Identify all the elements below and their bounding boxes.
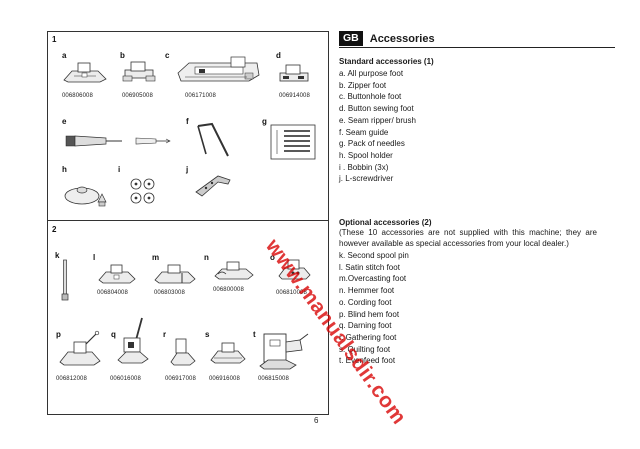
list-item: a. All purpose foot [339, 69, 404, 78]
darning-foot-image [114, 316, 154, 370]
list-item: h. Spool holder [339, 150, 393, 160]
section-2-number: 2 [52, 225, 57, 234]
page-number: 6 [314, 416, 319, 425]
gathering-foot-image [168, 336, 198, 368]
item-d-letter: d [276, 51, 281, 60]
list-item: i . Bobbin (3x) [339, 162, 389, 172]
page-title: Accessories [369, 33, 435, 45]
blind-hem-foot-image [56, 330, 104, 370]
button-sewing-foot-image [276, 62, 312, 86]
zipper-foot-image [120, 60, 158, 85]
pack-of-needles-image [270, 124, 316, 160]
evenfeed-foot-image [256, 330, 312, 372]
item-h-letter: h [62, 165, 67, 174]
item-d-code: 006914008 [279, 93, 310, 99]
item-s-code: 006916008 [209, 376, 240, 382]
optional-accessories-title: Optional accessories (2) [339, 218, 432, 228]
item-r-code: 006917008 [165, 376, 196, 382]
accessories-text-column: GB Accessories Standard accessories (1) … [339, 31, 615, 367]
optional-accessories-note: (These 10 accessories are not supplied w… [339, 228, 597, 248]
list-item: n. Hemmer foot [339, 286, 395, 296]
item-c-letter: c [165, 51, 170, 60]
list-item: t. Evenfeed foot [339, 356, 396, 366]
item-k-letter: k [55, 251, 60, 260]
cording-foot-image [276, 256, 312, 284]
item-p-code: 006812008 [56, 376, 87, 382]
l-screwdriver-image [192, 170, 232, 200]
item-q-letter: q [111, 330, 116, 339]
list-item: g. Pack of needles [339, 139, 405, 149]
optional-accessories-list: k. Second spool pin l. Satin stitch foot… [339, 250, 615, 367]
quilting-foot-image [208, 340, 248, 366]
list-item: f. Seam guide [339, 127, 389, 137]
list-item: p. Blind hem foot [339, 309, 400, 319]
item-l-code: 006804008 [97, 290, 128, 296]
satin-stitch-foot-image [96, 262, 138, 286]
item-n-code: 006800008 [213, 287, 244, 293]
item-l-letter: l [93, 253, 96, 262]
list-item: e. Seam ripper/ brush [339, 115, 416, 125]
item-i-letter: i [118, 165, 121, 174]
section-header: GB Accessories [339, 31, 615, 48]
list-item: m.Overcasting foot [339, 274, 407, 284]
list-item: s. Quilting foot [339, 344, 391, 354]
standard-accessories-title: Standard accessories (1) [339, 57, 434, 66]
item-o-code: 006810008 [276, 290, 307, 296]
item-b-code: 006905008 [122, 93, 153, 99]
list-item: d. Button sewing foot [339, 104, 414, 114]
list-item: j. L-screwdriver [339, 174, 394, 184]
standard-accessories-list: a. All purpose foot b. Zipper foot c. Bu… [339, 68, 615, 185]
item-e-letter: e [62, 117, 67, 126]
item-t-code: 006815008 [258, 376, 289, 382]
item-r-letter: r [163, 330, 167, 339]
item-c-code: 006171008 [185, 93, 216, 99]
spool-holder-image [62, 172, 110, 210]
item-n-letter: n [204, 253, 209, 262]
list-item: c. Buttonhole foot [339, 92, 402, 102]
section-1-number: 1 [52, 35, 57, 44]
item-m-letter: m [152, 253, 160, 262]
item-s-letter: s [205, 330, 210, 339]
item-t-letter: t [253, 330, 256, 339]
list-item: o. Cording foot [339, 297, 392, 307]
list-item: b. Zipper foot [339, 80, 387, 90]
list-item: l. Satin stitch foot [339, 262, 400, 272]
hemmer-foot-image [212, 260, 256, 282]
item-p-letter: p [56, 330, 61, 339]
overcasting-foot-image [152, 262, 198, 286]
buttonhole-foot-image [175, 55, 261, 87]
item-f-letter: f [186, 117, 189, 126]
item-a-letter: a [62, 51, 67, 60]
item-g-letter: g [262, 117, 267, 126]
item-m-code: 006803008 [154, 290, 185, 296]
list-item: q. Darning foot [339, 321, 392, 331]
all-purpose-foot-image [60, 60, 110, 85]
item-q-code: 006016008 [110, 376, 141, 382]
bobbins-image [124, 176, 162, 208]
figure-divider [48, 220, 328, 221]
accessories-figure: 1 2 [47, 31, 329, 415]
item-a-code: 006806008 [62, 93, 93, 99]
second-spool-pin-image [60, 258, 70, 302]
item-o-letter: o [270, 253, 275, 262]
list-item: k. Second spool pin [339, 251, 409, 261]
seam-guide-image [194, 120, 234, 160]
item-b-letter: b [120, 51, 125, 60]
language-badge: GB [339, 31, 363, 46]
item-j-letter: j [186, 165, 189, 174]
seam-ripper-brush-image [64, 128, 174, 154]
list-item: r. Gathering foot [339, 332, 397, 342]
